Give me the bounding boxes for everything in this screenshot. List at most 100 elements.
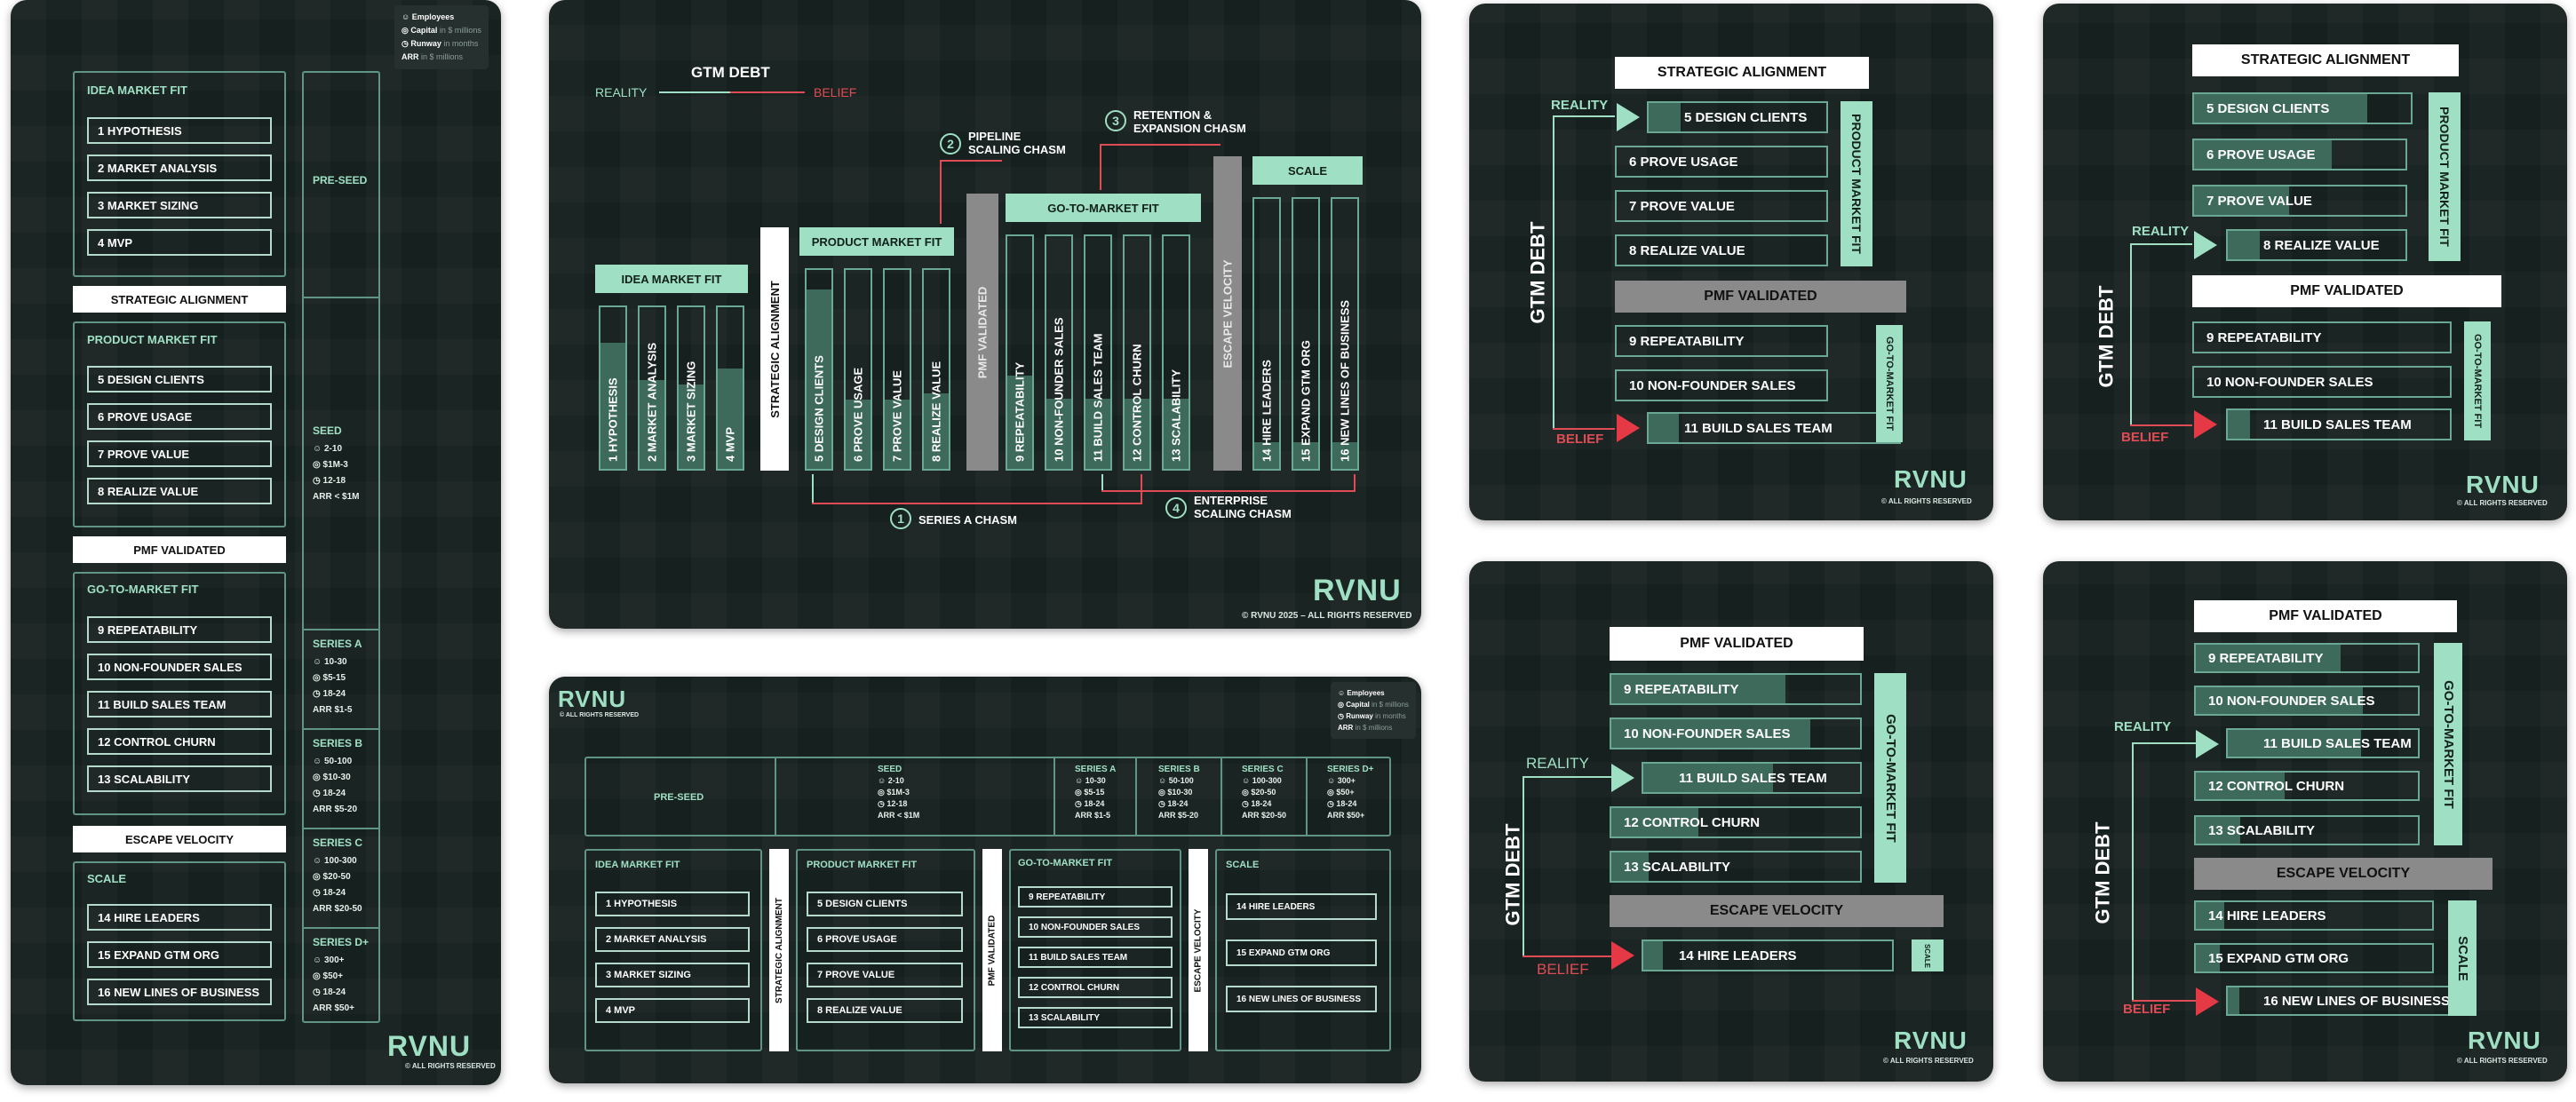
bar-10: 10 NON-FOUNDER SALES bbox=[1045, 234, 1073, 471]
imf-frame bbox=[73, 71, 286, 277]
pmf-label: PRODUCT MARKET FIT bbox=[87, 333, 218, 346]
stage-b: SERIES B bbox=[313, 737, 363, 749]
d-cap: ◎ $50+ bbox=[313, 971, 344, 981]
scale-debt-panel: PMF VALIDATED 9 REPEATABILITY 10 NON-FOU… bbox=[2043, 561, 2567, 1082]
h-gtm-frame bbox=[1009, 849, 1181, 1051]
c-cap: ◎ $20-50 bbox=[313, 872, 351, 882]
runway-icon: ◷ bbox=[402, 39, 411, 48]
bar-13: 13 SCALABILITY bbox=[1162, 234, 1190, 471]
a-run: ◷ 18-24 bbox=[313, 689, 346, 699]
ev-band: ESCAPE VELOCITY bbox=[73, 826, 286, 852]
rvnu-logo: RVNU bbox=[387, 1030, 472, 1062]
legend: ☺ Employees ◎ Capital in $ millions ◷ Ru… bbox=[394, 5, 489, 69]
rights-text: © RVNU 2025 – ALL RIGHTS RESERVED bbox=[1242, 611, 1412, 621]
bar-9: 9 REPEATABILITY bbox=[1006, 234, 1034, 471]
chasm-3-badge: 3 bbox=[1105, 110, 1126, 131]
imf-label: IDEA MARKET FIT bbox=[87, 83, 187, 97]
rvnu-logo: RVNU bbox=[1313, 574, 1402, 607]
bar-3: 3 MARKET SIZING bbox=[677, 305, 705, 471]
stage-a: SERIES A bbox=[313, 638, 362, 650]
d-emp: ☺ 300+ bbox=[313, 955, 345, 965]
c-run: ◷ 18-24 bbox=[313, 888, 346, 898]
item-8: 8 REALIZE VALUE bbox=[87, 478, 272, 504]
rights-text: © ALL RIGHTS RESERVED bbox=[560, 712, 640, 718]
item-12: 12 CONTROL CHURN bbox=[87, 728, 272, 755]
bar-14: 14 HIRE LEADERS bbox=[1252, 197, 1281, 471]
chasm-1-badge: 1 bbox=[890, 508, 911, 529]
stage-c: SERIES C bbox=[313, 836, 363, 849]
c-arr: ARR $20-50 bbox=[313, 904, 362, 914]
roadmap-vertical-panel: ☺ Employees ◎ Capital in $ millions ◷ Ru… bbox=[11, 0, 501, 1085]
seed-run: ◷ 12-18 bbox=[313, 476, 346, 486]
scale-header: SCALE bbox=[1252, 156, 1363, 185]
item-9: 9 REPEATABILITY bbox=[87, 616, 272, 643]
stage-preseed: PRE-SEED bbox=[313, 174, 368, 186]
item-2: 2 MARKET ANALYSIS bbox=[87, 155, 272, 181]
bar-15: 15 EXPAND GTM ORG bbox=[1292, 197, 1320, 471]
sa-band: STRATEGIC ALIGNMENT bbox=[73, 286, 286, 313]
rvnu-logo: RVNU bbox=[558, 686, 627, 712]
b-cap: ◎ $10-30 bbox=[313, 773, 351, 782]
bar-2: 2 MARKET ANALYSIS bbox=[638, 305, 666, 471]
chasm-4-badge: 4 bbox=[1165, 497, 1187, 519]
h-imf-frame bbox=[584, 849, 762, 1051]
chasm-2-badge: 2 bbox=[940, 133, 961, 155]
bar-5: 5 DESIGN CLIENTS bbox=[805, 268, 833, 471]
h-ev-column: ESCAPE VELOCITY bbox=[1189, 849, 1208, 1051]
chasm-1-label: SERIES A CHASM bbox=[918, 513, 1017, 527]
bar-4: 4 MVP bbox=[716, 305, 744, 471]
item-7: 7 PROVE VALUE bbox=[87, 440, 272, 467]
bar-6: 6 PROVE USAGE bbox=[844, 268, 872, 471]
h-stage-preseed: PRE-SEED bbox=[654, 792, 704, 803]
rights-text: © ALL RIGHTS RESERVED bbox=[405, 1062, 496, 1070]
item-4: 4 MVP bbox=[87, 229, 272, 256]
item-16: 16 NEW LINES OF BUSINESS bbox=[87, 979, 272, 1005]
a-emp: ☺ 10-30 bbox=[313, 657, 347, 667]
capital-icon: ◎ bbox=[402, 26, 411, 35]
gtm-header: GO-TO-MARKET FIT bbox=[1006, 194, 1201, 222]
seed-arr: ARR < $1M bbox=[313, 492, 360, 502]
pmf-debt-panel: STRATEGIC ALIGNMENT 5 DESIGN CLIENTS 6 P… bbox=[1469, 4, 1993, 520]
scale-frame bbox=[73, 861, 286, 1021]
item-3: 3 MARKET SIZING bbox=[87, 192, 272, 218]
pmf-frame bbox=[73, 321, 286, 527]
reality-label: REALITY bbox=[595, 85, 648, 99]
b-arr: ARR $5-20 bbox=[313, 805, 358, 814]
reality-arrow bbox=[1617, 103, 1640, 131]
item-5: 5 DESIGN CLIENTS bbox=[87, 366, 272, 392]
c-emp: ☺ 100-300 bbox=[313, 856, 357, 866]
item-6: 6 PROVE USAGE bbox=[87, 403, 272, 430]
ev-column: ESCAPE VELOCITY bbox=[1213, 156, 1242, 471]
pmfv-band: PMF VALIDATED bbox=[73, 536, 286, 563]
item-11: 11 BUILD SALES TEAM bbox=[87, 691, 272, 717]
bar-16: 16 NEW LINES OF BUSINESS bbox=[1331, 197, 1359, 471]
bar-1: 1 HYPOTHESIS bbox=[599, 305, 627, 471]
h-scale-frame bbox=[1215, 849, 1391, 1051]
pmf-header: PRODUCT MARKET FIT bbox=[799, 227, 954, 256]
sa-column: STRATEGIC ALIGNMENT bbox=[760, 227, 789, 471]
stage-row bbox=[584, 757, 1391, 836]
item-15: 15 EXPAND GTM ORG bbox=[87, 941, 272, 968]
a-cap: ◎ $5-15 bbox=[313, 673, 346, 683]
legend: ☺ Employees ◎ Capital in $ millions ◷ Ru… bbox=[1331, 682, 1416, 739]
pmfv-column: PMF VALIDATED bbox=[966, 194, 998, 471]
seed-emp: ☺ 2-10 bbox=[313, 444, 343, 454]
gtm-debt-panel: PMF VALIDATED 9 REPEATABILITY 10 NON-FOU… bbox=[1469, 561, 1993, 1082]
item-13: 13 SCALABILITY bbox=[87, 765, 272, 792]
stage-seed: SEED bbox=[313, 424, 342, 437]
item-10: 10 NON-FOUNDER SALES bbox=[87, 654, 272, 680]
bar-7: 7 PROVE VALUE bbox=[883, 268, 911, 471]
belief-label: BELIEF bbox=[814, 85, 857, 99]
scale-label: SCALE bbox=[87, 872, 127, 885]
b-run: ◷ 18-24 bbox=[313, 789, 346, 798]
h-sa-column: STRATEGIC ALIGNMENT bbox=[769, 849, 789, 1051]
stage-d: SERIES D+ bbox=[313, 936, 370, 948]
employees-icon: ☺ bbox=[402, 12, 412, 21]
chasm-title: GTM DEBT bbox=[691, 64, 770, 81]
gtm-label: GO-TO-MARKET FIT bbox=[87, 583, 199, 596]
